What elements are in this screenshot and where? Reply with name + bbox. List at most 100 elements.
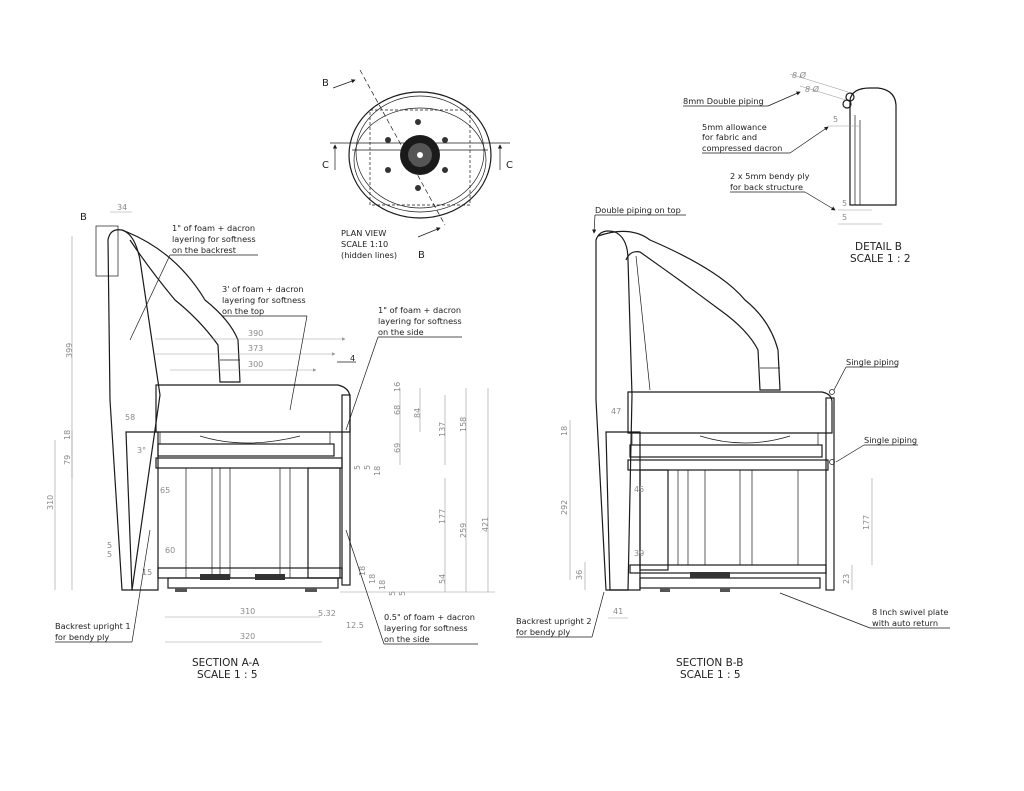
svg-text:5: 5 bbox=[353, 465, 362, 470]
svg-text:4: 4 bbox=[350, 353, 355, 363]
svg-text:5: 5 bbox=[363, 465, 372, 470]
svg-text:65: 65 bbox=[160, 486, 170, 495]
svg-text:16: 16 bbox=[393, 382, 402, 392]
section-b-scale: SCALE 1 : 5 bbox=[680, 669, 741, 681]
svg-text:18: 18 bbox=[368, 574, 377, 584]
svg-text:1" of foam + dacron: 1" of foam + dacron bbox=[172, 223, 255, 233]
svg-text:on the side: on the side bbox=[384, 634, 430, 644]
detail-b-foam bbox=[849, 87, 897, 206]
svg-text:68: 68 bbox=[393, 405, 402, 415]
svg-text:158: 158 bbox=[459, 417, 468, 432]
piping-2 bbox=[842, 99, 852, 109]
svg-text:3°: 3° bbox=[137, 446, 146, 455]
seat-board bbox=[157, 443, 335, 457]
svg-text:Backrest upright 1: Backrest upright 1 bbox=[55, 621, 131, 631]
svg-text:58: 58 bbox=[125, 413, 135, 422]
backrest-foam bbox=[107, 229, 161, 591]
plan-marker-c-right: C bbox=[506, 160, 513, 171]
svg-text:79: 79 bbox=[63, 455, 72, 465]
svg-text:5: 5 bbox=[388, 591, 397, 596]
swivel-plate bbox=[167, 577, 339, 589]
svg-text:390: 390 bbox=[248, 329, 263, 338]
svg-text:310: 310 bbox=[240, 607, 255, 616]
plan-marker-b-bottom: B bbox=[418, 250, 425, 261]
svg-text:Single piping: Single piping bbox=[864, 435, 917, 445]
svg-text:8 Inch swivel plate: 8 Inch swivel plate bbox=[872, 607, 948, 617]
backrest-upright-2 bbox=[605, 431, 641, 591]
svg-text:1" of foam + dacron: 1" of foam + dacron bbox=[378, 305, 461, 315]
svg-text:421: 421 bbox=[481, 517, 490, 532]
swivel-plate-b bbox=[639, 577, 821, 589]
svg-text:2 x 5mm bendy ply: 2 x 5mm bendy ply bbox=[730, 171, 810, 181]
svg-text:310: 310 bbox=[46, 495, 55, 510]
seat-cushion bbox=[155, 384, 351, 433]
svg-text:18: 18 bbox=[378, 580, 387, 590]
plan-marker-b-top: B bbox=[322, 78, 329, 89]
svg-text:8 Ø: 8 Ø bbox=[805, 84, 820, 94]
svg-text:18: 18 bbox=[358, 566, 367, 576]
svg-text:320: 320 bbox=[240, 632, 255, 641]
armrest bbox=[121, 229, 241, 383]
svg-text:54: 54 bbox=[438, 574, 447, 584]
svg-text:177: 177 bbox=[438, 509, 447, 524]
svg-text:layering for softness: layering for softness bbox=[378, 316, 462, 326]
svg-text:on the side: on the side bbox=[378, 327, 424, 337]
svg-text:5: 5 bbox=[398, 591, 407, 596]
svg-text:399: 399 bbox=[65, 343, 74, 358]
armrest-b bbox=[597, 230, 781, 391]
svg-text:259: 259 bbox=[459, 523, 468, 538]
detail-b: 8 Ø 8 Ø 8mm Double piping 5 5mm allowanc… bbox=[683, 70, 911, 265]
plan-view-title: PLAN VIEW bbox=[341, 228, 386, 238]
plan-view: B B C C PLAN VIEW SCALE 1:10 (hidden lin… bbox=[322, 69, 513, 261]
svg-text:12.5: 12.5 bbox=[346, 621, 364, 630]
svg-text:373: 373 bbox=[248, 344, 263, 353]
base-side-panel bbox=[307, 467, 341, 579]
svg-text:18: 18 bbox=[373, 466, 382, 476]
section-line-b bbox=[359, 69, 446, 226]
svg-text:5: 5 bbox=[842, 199, 847, 208]
svg-text:45: 45 bbox=[634, 485, 644, 494]
backrest-upright-1 bbox=[125, 431, 159, 591]
plan-view-note: (hidden lines) bbox=[341, 250, 397, 260]
detail-b-title: DETAIL B bbox=[855, 241, 902, 253]
svg-text:for fabric and: for fabric and bbox=[702, 132, 757, 142]
svg-text:84: 84 bbox=[413, 408, 422, 418]
svg-text:on the backrest: on the backrest bbox=[172, 245, 237, 255]
svg-text:60: 60 bbox=[165, 546, 175, 555]
svg-text:compressed dacron: compressed dacron bbox=[702, 143, 782, 153]
svg-text:8 Ø: 8 Ø bbox=[792, 70, 807, 80]
svg-text:5: 5 bbox=[842, 213, 847, 222]
side-foam-b bbox=[825, 397, 835, 591]
plan-view-scale: SCALE 1:10 bbox=[341, 239, 388, 249]
svg-text:5: 5 bbox=[107, 550, 112, 559]
plan-outer-ring bbox=[348, 91, 492, 219]
svg-text:5.32: 5.32 bbox=[318, 609, 336, 618]
svg-text:39: 39 bbox=[634, 549, 644, 558]
seat-cushion-b bbox=[627, 391, 833, 434]
note-double-piping: 8mm Double piping bbox=[683, 96, 764, 106]
svg-text:41: 41 bbox=[613, 607, 623, 616]
section-a-title: SECTION A-A bbox=[192, 657, 260, 669]
svg-text:18: 18 bbox=[63, 430, 72, 440]
svg-text:for back structure: for back structure bbox=[730, 182, 803, 192]
svg-text:layering for softness: layering for softness bbox=[222, 295, 306, 305]
base-bottom bbox=[157, 567, 343, 579]
side-foam bbox=[341, 394, 351, 586]
svg-text:47: 47 bbox=[611, 407, 621, 416]
section-b-b: 47 18 45 292 39 36 41 177 23 Double pipi… bbox=[516, 205, 950, 681]
svg-text:36: 36 bbox=[575, 570, 584, 580]
svg-text:with auto return: with auto return bbox=[872, 618, 938, 628]
svg-text:0.5" of foam + dacron: 0.5" of foam + dacron bbox=[384, 612, 475, 622]
section-a-scale: SCALE 1 : 5 bbox=[197, 669, 258, 681]
svg-text:5: 5 bbox=[107, 541, 112, 550]
svg-text:Backrest upright 2: Backrest upright 2 bbox=[516, 616, 592, 626]
svg-text:for bendy ply: for bendy ply bbox=[55, 632, 109, 642]
svg-text:300: 300 bbox=[248, 360, 263, 369]
svg-text:177: 177 bbox=[862, 515, 871, 530]
detail-b-scale: SCALE 1 : 2 bbox=[850, 253, 911, 265]
plan-marker-c-left: C bbox=[322, 160, 329, 171]
svg-text:for bendy ply: for bendy ply bbox=[516, 627, 570, 637]
svg-text:Single piping: Single piping bbox=[846, 357, 899, 367]
svg-text:3' of foam + dacron: 3' of foam + dacron bbox=[222, 284, 304, 294]
